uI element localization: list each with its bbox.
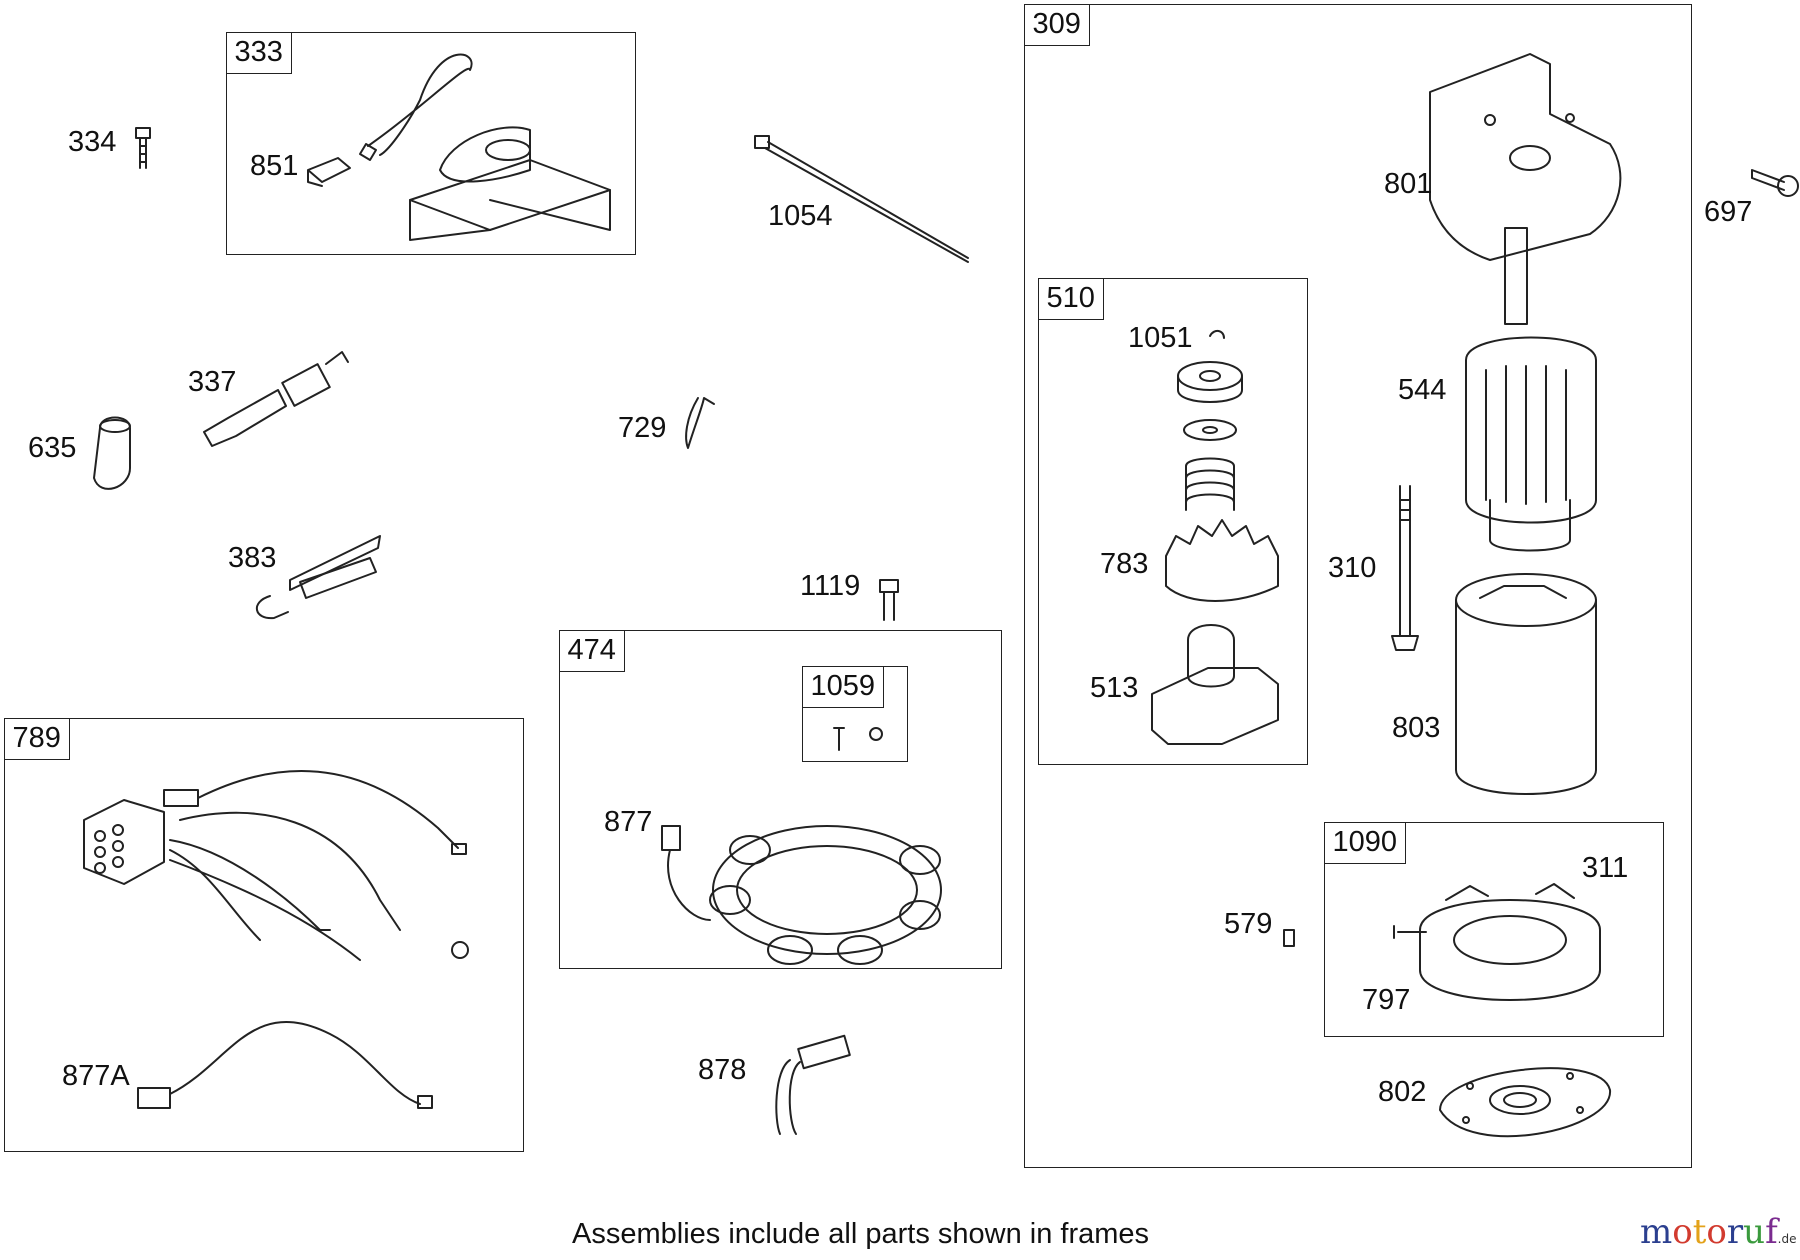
ignition-coil-drawing (359, 53, 611, 241)
spark-plug-drawing (203, 351, 349, 447)
label-878: 878 (698, 1054, 747, 1086)
label-579: 579 (1224, 908, 1273, 940)
connector-877A-drawing (137, 1021, 433, 1109)
motoruf-logo[interactable]: motoruf.de (1640, 1212, 1797, 1252)
label-1119: 1119 (800, 570, 861, 602)
label-697: 697 (1704, 196, 1753, 228)
drive-assembly-drawing (1151, 330, 1279, 745)
wiring-harness-drawing (83, 770, 469, 961)
label-803: 803 (1392, 712, 1441, 744)
label-1051: 1051 (1128, 322, 1193, 354)
label-801: 801 (1384, 168, 1433, 200)
label-334: 334 (68, 126, 117, 158)
end-cap-801-drawing (1429, 53, 1622, 261)
end-plate-802-drawing (1439, 1067, 1612, 1138)
frame-309-tag: 309 (1023, 3, 1090, 46)
frame-510-tag: 510 (1037, 277, 1104, 320)
label-877A: 877A (62, 1060, 130, 1092)
frame-789: 789 (3, 717, 524, 1152)
stator-drawing (661, 825, 942, 965)
connector-878-drawing (775, 1034, 851, 1135)
boot-635-drawing (93, 416, 131, 490)
brush-holder-drawing (1393, 883, 1601, 1001)
cable-tie-drawing (754, 135, 969, 263)
label-337: 337 (188, 366, 237, 398)
frame-1059-tag: 1059 (801, 665, 885, 708)
label-513: 513 (1090, 672, 1139, 704)
label-802: 802 (1378, 1076, 1427, 1108)
label-797: 797 (1362, 984, 1411, 1016)
armature-drawing (1465, 227, 1597, 552)
hardware-1059-drawing (833, 727, 883, 751)
bolt-1119-drawing (879, 579, 899, 621)
frame-510: 510 (1037, 277, 1308, 765)
bolt-334-drawing (135, 127, 151, 169)
label-877: 877 (604, 806, 653, 838)
label-383: 383 (228, 542, 277, 574)
frame-333: 333 (225, 31, 636, 255)
clip-729-drawing (685, 397, 715, 449)
label-729: 729 (618, 412, 667, 444)
label-311: 311 (1582, 852, 1629, 884)
label-310: 310 (1328, 552, 1377, 584)
label-783: 783 (1100, 548, 1149, 580)
frame-1090-tag: 1090 (1323, 821, 1407, 864)
frame-333-tag: 333 (225, 31, 292, 74)
assemblies-caption: Assemblies include all parts shown in fr… (572, 1218, 1150, 1250)
label-635: 635 (28, 432, 77, 464)
frame-1090: 1090 (1323, 821, 1664, 1037)
label-544: 544 (1398, 374, 1447, 406)
key-579-drawing (1283, 929, 1295, 947)
frame-309: 309 (1023, 3, 1692, 1168)
frame-474-tag: 474 (558, 629, 625, 672)
clip-851-drawing (307, 157, 351, 187)
screw-697-drawing (1751, 169, 1799, 197)
through-bolt-drawing (1391, 485, 1419, 651)
frame-474: 474 (558, 629, 1002, 969)
sensor-383-drawing (256, 535, 381, 620)
label-1054: 1054 (768, 200, 833, 232)
frame-789-tag: 789 (3, 717, 70, 760)
housing-803-drawing (1455, 573, 1597, 795)
frame-1059: 1059 (801, 665, 908, 762)
label-851: 851 (250, 150, 299, 182)
